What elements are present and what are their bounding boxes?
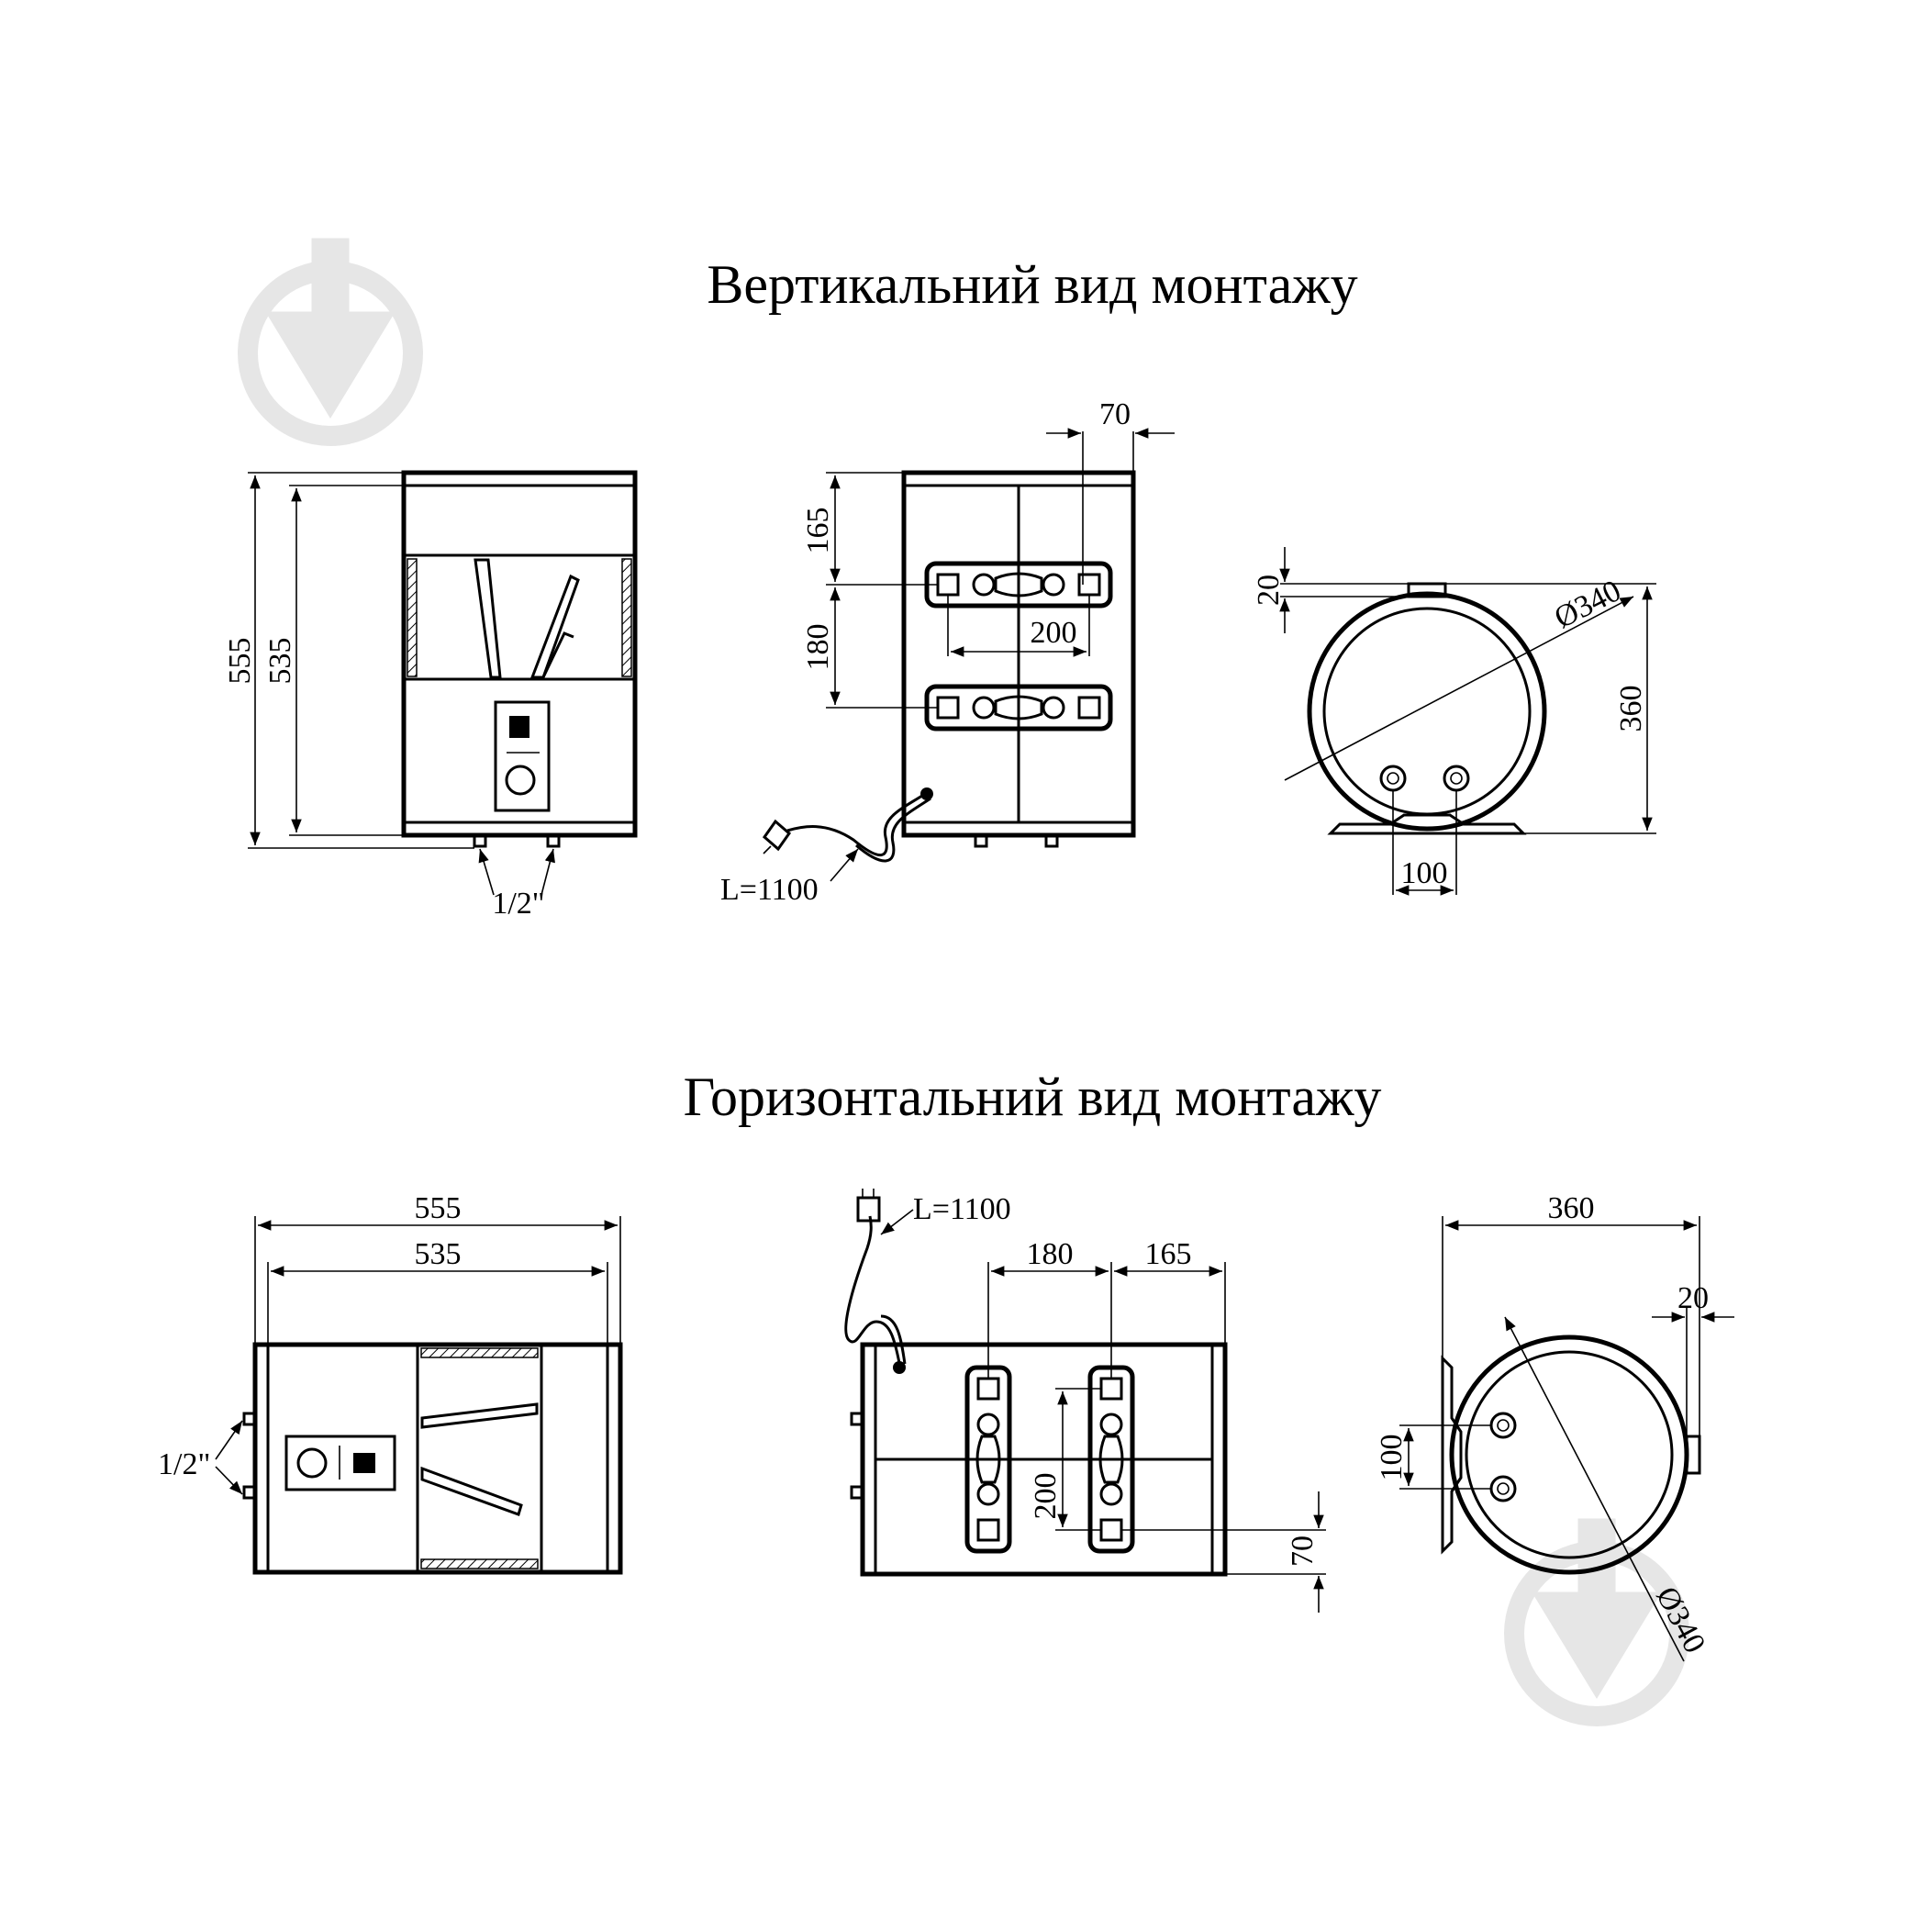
vertical-front-view: 555 535 1/2" [223, 470, 638, 921]
horizontal-side-view: Ø340 360 20 100 [1375, 1191, 1734, 1662]
power-plug-icon [762, 819, 792, 852]
power-cable [844, 1215, 901, 1364]
dim-535: 535 [263, 638, 297, 685]
hatch-top [420, 1347, 539, 1358]
cable-length-label: L=1100 [720, 873, 819, 907]
tank-left-cap [253, 1343, 270, 1574]
anode-rod [420, 1466, 523, 1516]
dim-555: 555 [223, 638, 257, 685]
dim-200: 200 [1031, 616, 1077, 650]
horizontal-front-view: 555 535 1/2" [158, 1191, 623, 1575]
dim-360: 360 [1614, 686, 1648, 732]
dim-360: 360 [1548, 1191, 1595, 1225]
dim-20: 20 [1252, 575, 1286, 606]
vertical-side-view: Ø340 20 360 100 [1252, 547, 1656, 896]
tank-right-cap [606, 1343, 622, 1574]
download-arrow-icon [265, 238, 396, 419]
pipe-inlet [850, 1412, 864, 1426]
anode-rod-detail [541, 631, 574, 678]
tank-body [401, 470, 638, 838]
hatch-bottom [420, 1558, 539, 1569]
pipe-outlet [1044, 833, 1059, 848]
display-icon [353, 1453, 375, 1473]
cable-entry [920, 787, 933, 800]
anode-rod [529, 574, 580, 679]
pipe-port-icon [1489, 1412, 1517, 1439]
pipe-inlet [242, 1412, 257, 1426]
thermostat-knob-icon [505, 765, 536, 796]
watermark-bottom-right [1504, 1518, 1689, 1726]
pipe-size-label: 1/2" [492, 887, 544, 921]
dim-diameter: Ø340 [1649, 1581, 1711, 1658]
pipe-inlet [473, 833, 487, 848]
title-vertical: Вертикальний вид монтажу [707, 254, 1357, 315]
dim-180: 180 [801, 624, 835, 671]
cable-entry [893, 1361, 906, 1374]
watermark-top-left [238, 238, 423, 446]
title-horizontal: Горизонтальний вид монтажу [684, 1067, 1382, 1127]
download-arrow-icon [1532, 1518, 1662, 1699]
dim-line-diameter [1504, 1316, 1685, 1662]
dim-555: 555 [415, 1191, 462, 1225]
hatch-right [621, 558, 632, 677]
thermostat-knob-icon [296, 1447, 328, 1479]
tank-top-cap [402, 471, 637, 487]
top-fitting [1407, 582, 1447, 598]
control-panel [284, 1435, 396, 1491]
power-cable [786, 792, 926, 857]
horizontal-back-view: L=1100 180 165 200 70 [844, 1189, 1326, 1613]
vertical-back-view: 70 165 180 200 L=1100 [720, 397, 1175, 907]
dim-70: 70 [1099, 397, 1131, 431]
pipe-inlet [974, 833, 988, 848]
display-icon [509, 716, 529, 738]
dim-70: 70 [1286, 1536, 1320, 1567]
dim-line-diameter [1284, 596, 1634, 781]
dim-180: 180 [1027, 1237, 1074, 1271]
pipe-size-label: 1/2" [158, 1447, 210, 1481]
tank-inner-circle [1322, 607, 1532, 816]
heating-element-rod [474, 558, 502, 679]
dim-165: 165 [801, 508, 835, 554]
dim-100: 100 [1375, 1435, 1409, 1481]
dim-100: 100 [1401, 856, 1448, 890]
tank-bottom-cap [402, 821, 637, 837]
tank-outer-circle [1307, 591, 1547, 832]
hatch-left [407, 558, 418, 677]
mounting-foot [1327, 813, 1527, 835]
dim-535: 535 [415, 1237, 462, 1271]
mounting-foot [1441, 1355, 1463, 1555]
control-panel [494, 700, 551, 812]
side-fitting [1685, 1435, 1701, 1475]
pipe-port-icon [1443, 765, 1470, 792]
tank-outer-circle [1449, 1335, 1689, 1575]
pipe-port-icon [1489, 1475, 1517, 1502]
pipe-outlet [546, 833, 561, 848]
dim-20: 20 [1677, 1281, 1709, 1315]
pipe-port-icon [1379, 765, 1407, 792]
tank-body [252, 1342, 623, 1575]
dim-diameter: Ø340 [1549, 574, 1626, 635]
pipe-outlet [850, 1485, 864, 1500]
dim-165: 165 [1145, 1237, 1192, 1271]
power-plug-icon [856, 1196, 881, 1223]
pipe-outlet [242, 1485, 257, 1500]
cable-length-label: L=1100 [913, 1192, 1011, 1226]
heating-element-rod [420, 1402, 539, 1429]
dim-200: 200 [1029, 1473, 1063, 1520]
tank-inner-circle [1465, 1350, 1674, 1559]
